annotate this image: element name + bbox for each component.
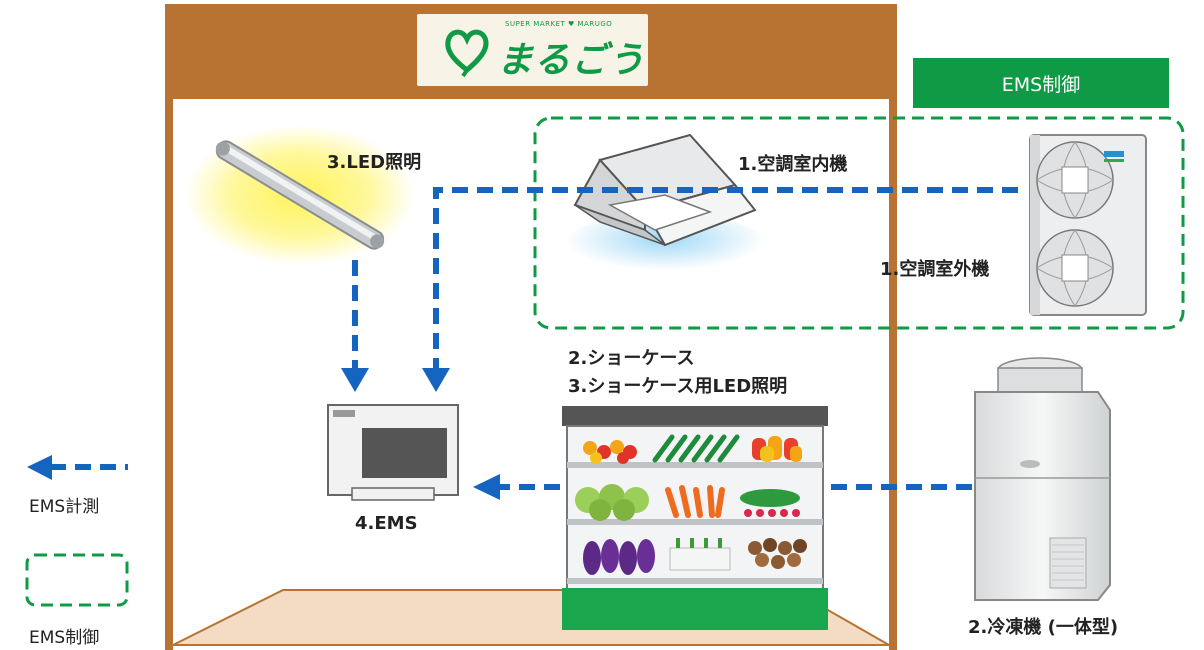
- showcase: [562, 406, 828, 630]
- produce-eggplant: [583, 539, 655, 575]
- legend-control-label: EMS制御: [29, 628, 100, 648]
- measurement-lines: [352, 187, 1018, 490]
- label-refrigerator: 2.冷凍機 (一体型): [968, 617, 1119, 638]
- produce-mushrooms: [748, 538, 807, 569]
- logo-tagline: SUPER MARKET ♥ MARUGO: [505, 20, 613, 28]
- label-ac-indoor: 1.空調室内機: [738, 154, 848, 175]
- ems-control-badge: EMS制御: [913, 58, 1169, 108]
- heart-leaf-icon: [445, 29, 489, 78]
- produce-cabbage: [575, 484, 649, 521]
- logo-name: まるごう: [497, 39, 646, 81]
- measure-line-ac: [433, 187, 1018, 368]
- ac-outdoor-unit: [1029, 134, 1147, 316]
- measurement-arrowheads: [341, 368, 500, 500]
- refrigeration-unit: [974, 357, 1111, 601]
- ems-device: [327, 404, 459, 501]
- legend-control-mark: [25, 553, 129, 607]
- label-ac-outdoor: 1.空調室外機: [880, 259, 990, 280]
- led-light-fixture: [185, 125, 415, 265]
- produce-carrots: [665, 485, 725, 518]
- label-showcase-led: 3.ショーケース用LED照明: [568, 376, 788, 397]
- store-logo: SUPER MARKET ♥ MARUGO まるごう: [417, 14, 648, 86]
- produce-radish: [740, 489, 800, 517]
- produce-peppers: [752, 436, 802, 462]
- label-showcase: 2.ショーケース: [568, 348, 695, 369]
- produce-greens: [652, 434, 740, 463]
- produce-fruits: [583, 440, 637, 464]
- legend-measure-label: EMS計測: [29, 497, 100, 517]
- produce-negi: [669, 538, 731, 571]
- ac-indoor-unit: [565, 133, 765, 277]
- legend-measure-mark: [27, 455, 128, 480]
- label-ems: 4.EMS: [355, 513, 418, 534]
- ems-control-area: [533, 116, 1185, 330]
- label-led-lighting: 3.LED照明: [327, 152, 422, 173]
